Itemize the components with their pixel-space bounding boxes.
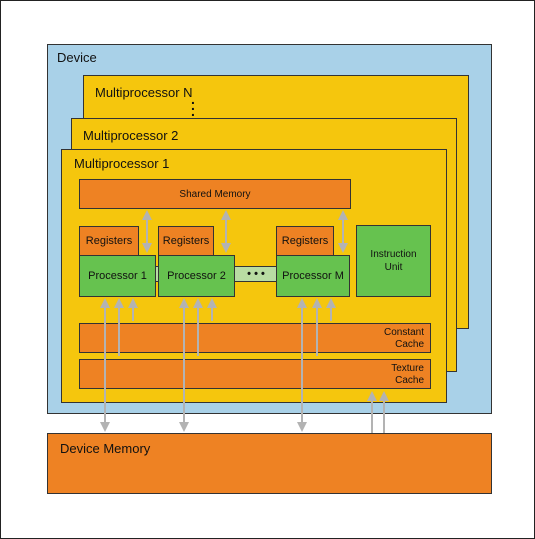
device-memory-box	[47, 433, 492, 494]
texture-cache-label-line-2: Cache	[395, 375, 424, 386]
processor-1-box: Processor 1	[79, 255, 156, 297]
device-memory-label: Device Memory	[60, 441, 151, 456]
registers-box-2: Registers	[158, 226, 214, 256]
device-label: Device	[57, 50, 97, 65]
texture-cache-box	[79, 359, 431, 389]
processor-m-box: Processor M	[276, 255, 350, 297]
registers-box-m: Registers	[276, 226, 334, 256]
processor-2-box: Processor 2	[158, 255, 235, 297]
constant-cache-label-line-2: Cache	[395, 339, 424, 350]
instruction-unit-box: Instruction Unit	[356, 225, 431, 297]
constant-cache-label-line-1: Constant	[383, 327, 424, 338]
constant-cache-label: Constant Cache	[300, 327, 424, 351]
ellipsis-label: • • •	[247, 268, 265, 280]
multiprocessor-1-label: Multiprocessor 1	[74, 156, 170, 171]
multiprocessor-2-label: Multiprocessor 2	[83, 128, 179, 143]
shared-memory-box: Shared Memory	[79, 179, 351, 209]
texture-cache-label-line-1: Texture	[391, 363, 424, 374]
vertical-ellipsis-icon: ...	[191, 91, 195, 119]
texture-cache-label: Texture Cache	[300, 363, 424, 387]
constant-cache-box	[79, 323, 431, 353]
multiprocessor-n-label: Multiprocessor N	[95, 85, 193, 100]
